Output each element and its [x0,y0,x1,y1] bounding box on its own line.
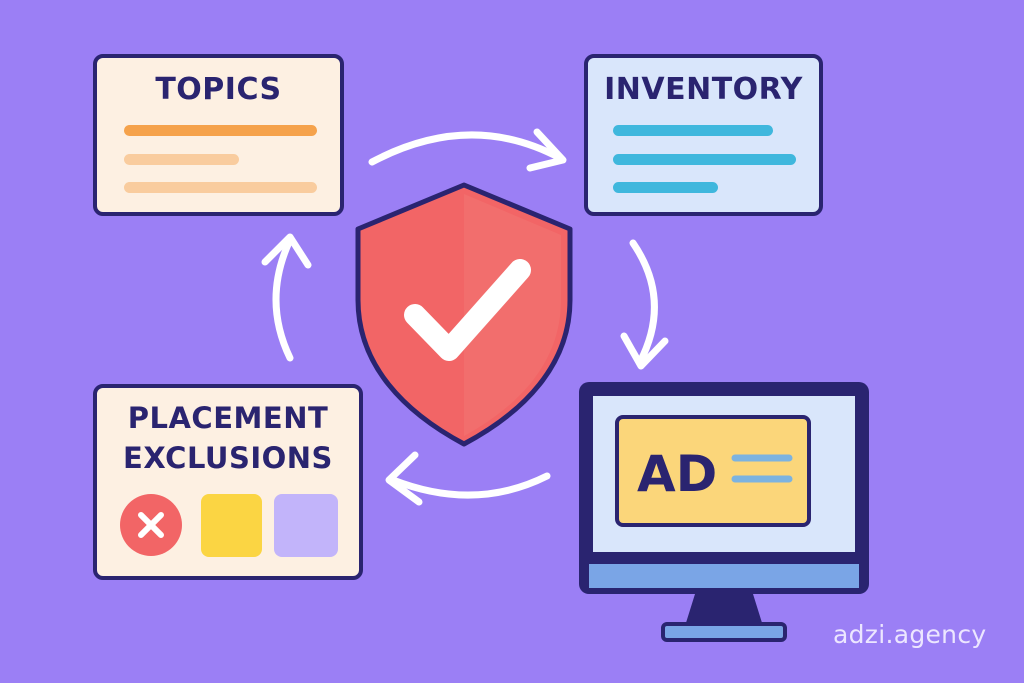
inventory-line [613,154,796,165]
placement-title-line1: PLACEMENT [127,401,329,435]
watermark: adzi.agency [833,620,987,649]
cycle-arrow-icon [368,128,567,172]
inventory-card: INVENTORY [584,54,823,216]
placement-exclusions-card: PLACEMENT EXCLUSIONS [93,384,363,580]
x-icon [120,494,182,556]
inventory-line [613,125,773,136]
monitor-icon [579,382,869,642]
inventory-title: INVENTORY [604,72,803,107]
topics-title: TOPICS [155,72,282,107]
topics-card: TOPICS [93,54,344,216]
exclusion-tile-yellow [201,494,262,557]
cycle-arrow-icon [620,239,669,370]
topics-line [124,154,239,165]
ad-label: AD [637,445,718,503]
cycle-arrow-icon [261,233,312,362]
exclusion-tile-lavender [274,494,338,557]
inventory-line [613,182,718,193]
shield-check-icon [355,182,573,447]
cycle-arrow-icon [385,451,551,506]
topics-line [124,125,317,136]
topics-line [124,182,317,193]
placement-title-line2: EXCLUSIONS [123,441,333,475]
